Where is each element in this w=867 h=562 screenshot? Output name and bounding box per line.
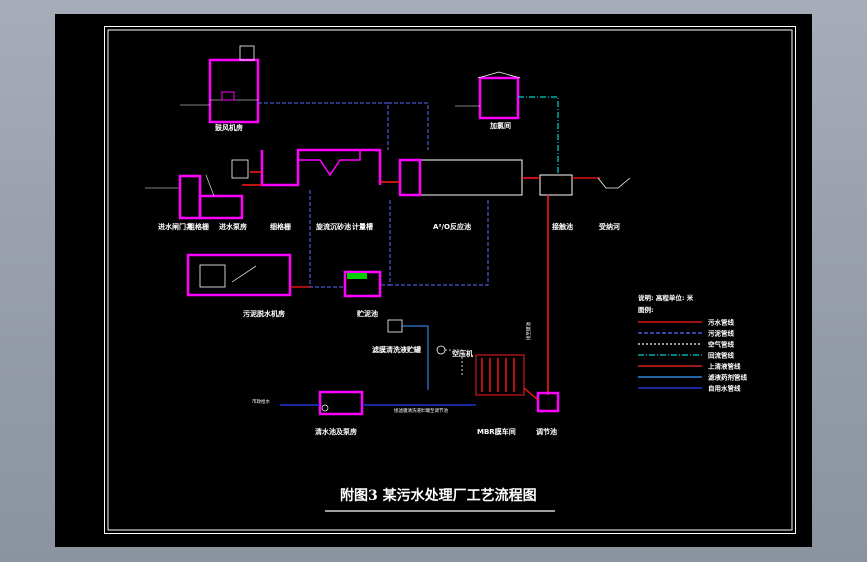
label-lift-pump: 进水泵房 [219, 222, 247, 231]
label-coarse-screen: 粗格栅 [188, 222, 209, 231]
dosing-room-structure [455, 71, 521, 120]
legend: 说明: 高程单位: 米 图例: 污水管线污泥管线空气管线回流管线上清液管线滤液药… [638, 293, 748, 393]
reactor-structure [380, 158, 523, 197]
label-river: 受纳河 [599, 222, 620, 231]
sludge-dewatering-structure [186, 253, 292, 297]
legend-label-supernatant: 上清液管线 [708, 362, 741, 371]
label-grit-chamber: 旋流沉砂池 [315, 222, 351, 231]
membrane-room-structure [475, 354, 525, 396]
label-equalization: 调节池 [536, 427, 557, 436]
diagram-title: 附图3 某污水处理厂工艺流程图 [340, 487, 537, 504]
clean-water-tank-structure [318, 390, 364, 416]
sludge-pipe-1 [309, 190, 345, 288]
legend-label-reflux: 回流管线 [708, 351, 735, 360]
dosing-pipe [518, 96, 559, 175]
compressor-icon [436, 345, 446, 355]
equalization-feed [523, 387, 539, 401]
label-reactor: A²/O反应池 [433, 222, 471, 231]
inlet-pump-structures [145, 159, 249, 220]
inner-frame [107, 29, 793, 531]
equalization-structure [536, 391, 560, 413]
legend-title: 图例: [638, 305, 654, 314]
label-contact-tank: 接触池 [552, 222, 573, 231]
label-fine-screen: 细格栅 [270, 222, 291, 231]
label-compressor: 空压机 [452, 349, 473, 358]
label-backwash-tank: 滤膜清洗液贮罐 [372, 345, 421, 354]
label-dosing-room: 加氯间 [489, 121, 511, 130]
blower-room-structure [180, 45, 260, 124]
sludge-pipe-3 [390, 200, 489, 286]
contact-tank-structure [522, 174, 631, 196]
drawing-frame [104, 26, 796, 534]
label-membrane-room: MBR膜车间 [477, 427, 516, 436]
label-flow-meter: 计量槽 [352, 222, 373, 231]
legend-label-chemical: 滤液药剂管线 [708, 373, 748, 382]
sludge-pipe-2 [380, 200, 391, 286]
label-backwash-note: 接滤膜清洗液贮罐至调节池 [394, 407, 448, 414]
legend-label-water: 自用水管线 [708, 384, 741, 393]
fine-screen-grit-structure [250, 148, 382, 187]
label-city-water: 市政给水 [252, 398, 270, 405]
air-pipe-membrane [445, 349, 463, 375]
legend-label-air: 空气管线 [708, 340, 735, 349]
sludge-well-structure [343, 270, 382, 298]
label-membrane-note: 接至膜池 [525, 322, 532, 340]
air-pipe-branch [388, 102, 429, 150]
chemical-pipe [402, 325, 429, 390]
legend-label-sewage: 污水管线 [708, 318, 735, 327]
backwash-tank-structure [387, 319, 403, 333]
legend-label-sludge: 污泥管线 [708, 329, 735, 338]
label-inlet-well: 进水闸门井 [158, 222, 193, 231]
label-blower-room: 鼓风机房 [215, 123, 243, 132]
legend-header: 说明: 高程单位: 米 [638, 293, 694, 302]
label-sludge-well: 贮泥池 [356, 309, 378, 318]
air-pipe-main [258, 102, 389, 150]
label-clean-water-tank: 清水池及泵房 [315, 427, 357, 436]
cad-viewport [55, 14, 812, 547]
label-sludge-dewatering: 污泥脱水机房 [243, 309, 285, 318]
